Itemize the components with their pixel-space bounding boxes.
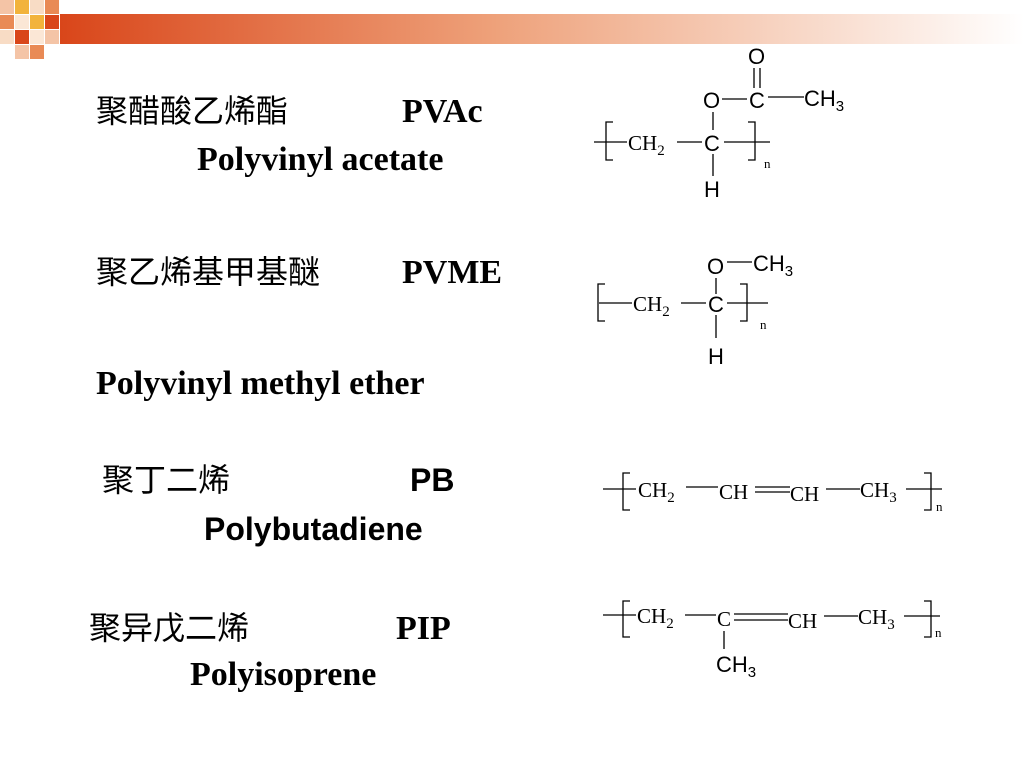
pip-repeat-n: n (935, 625, 942, 640)
pvme-ether-o: O (707, 254, 724, 279)
pvac-formula: O O C CH3 CH2 C n H (594, 44, 844, 202)
pb-chinese-name: 聚丁二烯 (102, 461, 231, 499)
pvac-ch2: CH2 (628, 131, 665, 159)
pb-ch-a: CH (719, 480, 748, 504)
pvme-hydrogen: H (708, 344, 724, 369)
pvac-methyl: CH3 (804, 86, 844, 115)
pb-ch2: CH2 (638, 478, 675, 506)
pvac-ester-o: O (703, 88, 720, 113)
pvac-chinese-name: 聚醋酸乙烯酯 (96, 92, 289, 130)
pip-ch3: CH3 (858, 605, 895, 633)
pip-english-name: Polyisoprene (190, 656, 377, 693)
pvac-hydrogen: H (704, 177, 720, 202)
pip-ch2: CH2 (637, 604, 674, 632)
pb-ch-b: CH (790, 482, 819, 506)
header-bar (60, 14, 1024, 44)
pvme-chinese-name: 聚乙烯基甲基醚 (96, 253, 321, 291)
pvac-backbone-c: C (704, 131, 720, 156)
pb-ch3: CH3 (860, 478, 897, 506)
pip-chinese-name: 聚异戊二烯 (89, 609, 250, 647)
pip-c: C (717, 607, 731, 631)
pip-ch: CH (788, 609, 817, 633)
checker-pattern (0, 0, 59, 59)
pvac-repeat-n: n (764, 156, 771, 171)
pvme-ch2: CH2 (633, 292, 670, 320)
pvme-formula: O CH3 CH2 C n H (597, 251, 793, 369)
pvme-abbreviation: PVME (402, 254, 503, 291)
pvac-english-name: Polyvinyl acetate (197, 141, 444, 178)
pb-repeat-n: n (936, 499, 943, 514)
pvme-english-name: Polyvinyl methyl ether (96, 365, 425, 402)
pb-formula: CH2 CH CH CH3 n (603, 472, 943, 514)
pvme-repeat-n: n (760, 317, 767, 332)
pvac-carbonyl-c: C (749, 88, 765, 113)
pip-abbreviation: PIP (396, 610, 451, 647)
pip-formula: CH2 C CH CH3 n CH3 (603, 600, 942, 681)
pvac-abbreviation: PVAc (402, 93, 483, 130)
pvme-backbone-c: C (708, 292, 724, 317)
header-decoration (0, 0, 1024, 59)
pvme-methyl: CH3 (753, 251, 793, 280)
pb-english-name: Polybutadiene (204, 511, 423, 547)
pip-methyl: CH3 (716, 652, 756, 681)
pvac-carbonyl-o: O (748, 44, 765, 69)
pb-abbreviation: PB (410, 462, 455, 498)
